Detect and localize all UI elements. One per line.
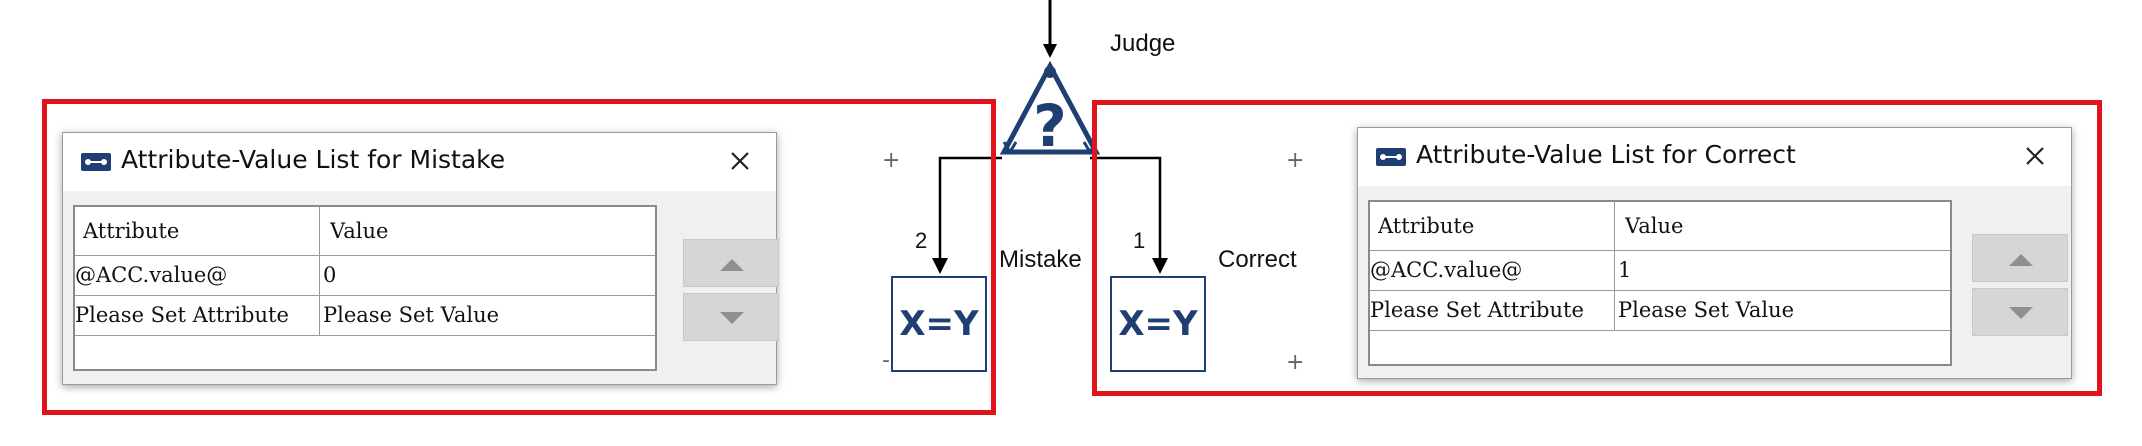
row-value[interactable]: 0 <box>323 263 337 287</box>
dialog-titlebar: Attribute-Value List for Mistake <box>63 133 776 191</box>
dialog-title: Attribute-Value List for Mistake <box>121 145 506 174</box>
app-icon <box>81 153 111 171</box>
correct-attribute-dialog: Attribute-Value List for Correct Attribu… <box>1357 127 2072 379</box>
dialog-titlebar: Attribute-Value List for Correct <box>1358 128 2071 186</box>
mistake-attribute-dialog: Attribute-Value List for Mistake Attribu… <box>62 132 779 385</box>
row-value[interactable]: Please Set Value <box>323 303 500 327</box>
arrow-down-icon <box>720 312 744 324</box>
table-row[interactable]: @ACC.value@ 0 <box>75 255 655 296</box>
column-divider <box>1614 202 1615 330</box>
row-attribute[interactable]: Please Set Attribute <box>1370 298 1584 322</box>
correct-branch-number: 1 <box>1133 228 1146 253</box>
arrow-up-icon <box>720 259 744 271</box>
header-value[interactable]: Value <box>330 219 389 243</box>
move-down-button[interactable] <box>1972 288 2068 336</box>
close-icon[interactable] <box>2017 138 2053 174</box>
move-down-button[interactable] <box>683 293 779 341</box>
attribute-table: Attribute Value @ACC.value@ 1 Please Set… <box>1368 200 1952 366</box>
row-value[interactable]: 1 <box>1618 258 1632 282</box>
left-assignment-node[interactable]: X=Y <box>891 276 987 372</box>
mistake-label: Mistake <box>999 246 1082 273</box>
row-attribute[interactable]: @ACC.value@ <box>75 263 228 287</box>
header-attribute[interactable]: Attribute <box>83 219 180 243</box>
correct-highlight-box <box>1092 100 2102 396</box>
app-icon <box>1376 148 1406 166</box>
column-divider <box>319 207 320 335</box>
attribute-table: Attribute Value @ACC.value@ 0 Please Set… <box>73 205 657 371</box>
close-icon[interactable] <box>722 143 758 179</box>
table-header: Attribute Value <box>75 207 655 256</box>
arrow-down-icon <box>2009 307 2033 319</box>
table-row[interactable]: Please Set Attribute Please Set Value <box>1370 290 1950 331</box>
header-value[interactable]: Value <box>1625 214 1684 238</box>
arrow-up-icon <box>2009 254 2033 266</box>
mistake-highlight-box <box>42 99 996 415</box>
row-attribute[interactable]: Please Set Attribute <box>75 303 289 327</box>
right-assignment-node[interactable]: X=Y <box>1110 276 1206 372</box>
plus-marker: + <box>1286 148 1305 173</box>
table-row[interactable]: @ACC.value@ 1 <box>1370 250 1950 291</box>
judge-label: Judge <box>1110 30 1176 57</box>
plus-marker: + <box>882 148 901 173</box>
row-attribute[interactable]: @ACC.value@ <box>1370 258 1523 282</box>
decision-icon[interactable]: ? <box>1000 60 1100 156</box>
move-up-button[interactable] <box>1972 234 2068 282</box>
plus-marker: + <box>1286 350 1305 375</box>
move-up-button[interactable] <box>683 239 779 287</box>
header-attribute[interactable]: Attribute <box>1378 214 1475 238</box>
mistake-branch-number: 2 <box>915 228 928 253</box>
minus-marker: - <box>882 348 890 373</box>
decision-glyph: ? <box>1033 92 1067 156</box>
table-row[interactable]: Please Set Attribute Please Set Value <box>75 295 655 336</box>
correct-label: Correct <box>1218 246 1297 273</box>
dialog-title: Attribute-Value List for Correct <box>1416 140 1796 169</box>
table-header: Attribute Value <box>1370 202 1950 251</box>
row-value[interactable]: Please Set Value <box>1618 298 1795 322</box>
